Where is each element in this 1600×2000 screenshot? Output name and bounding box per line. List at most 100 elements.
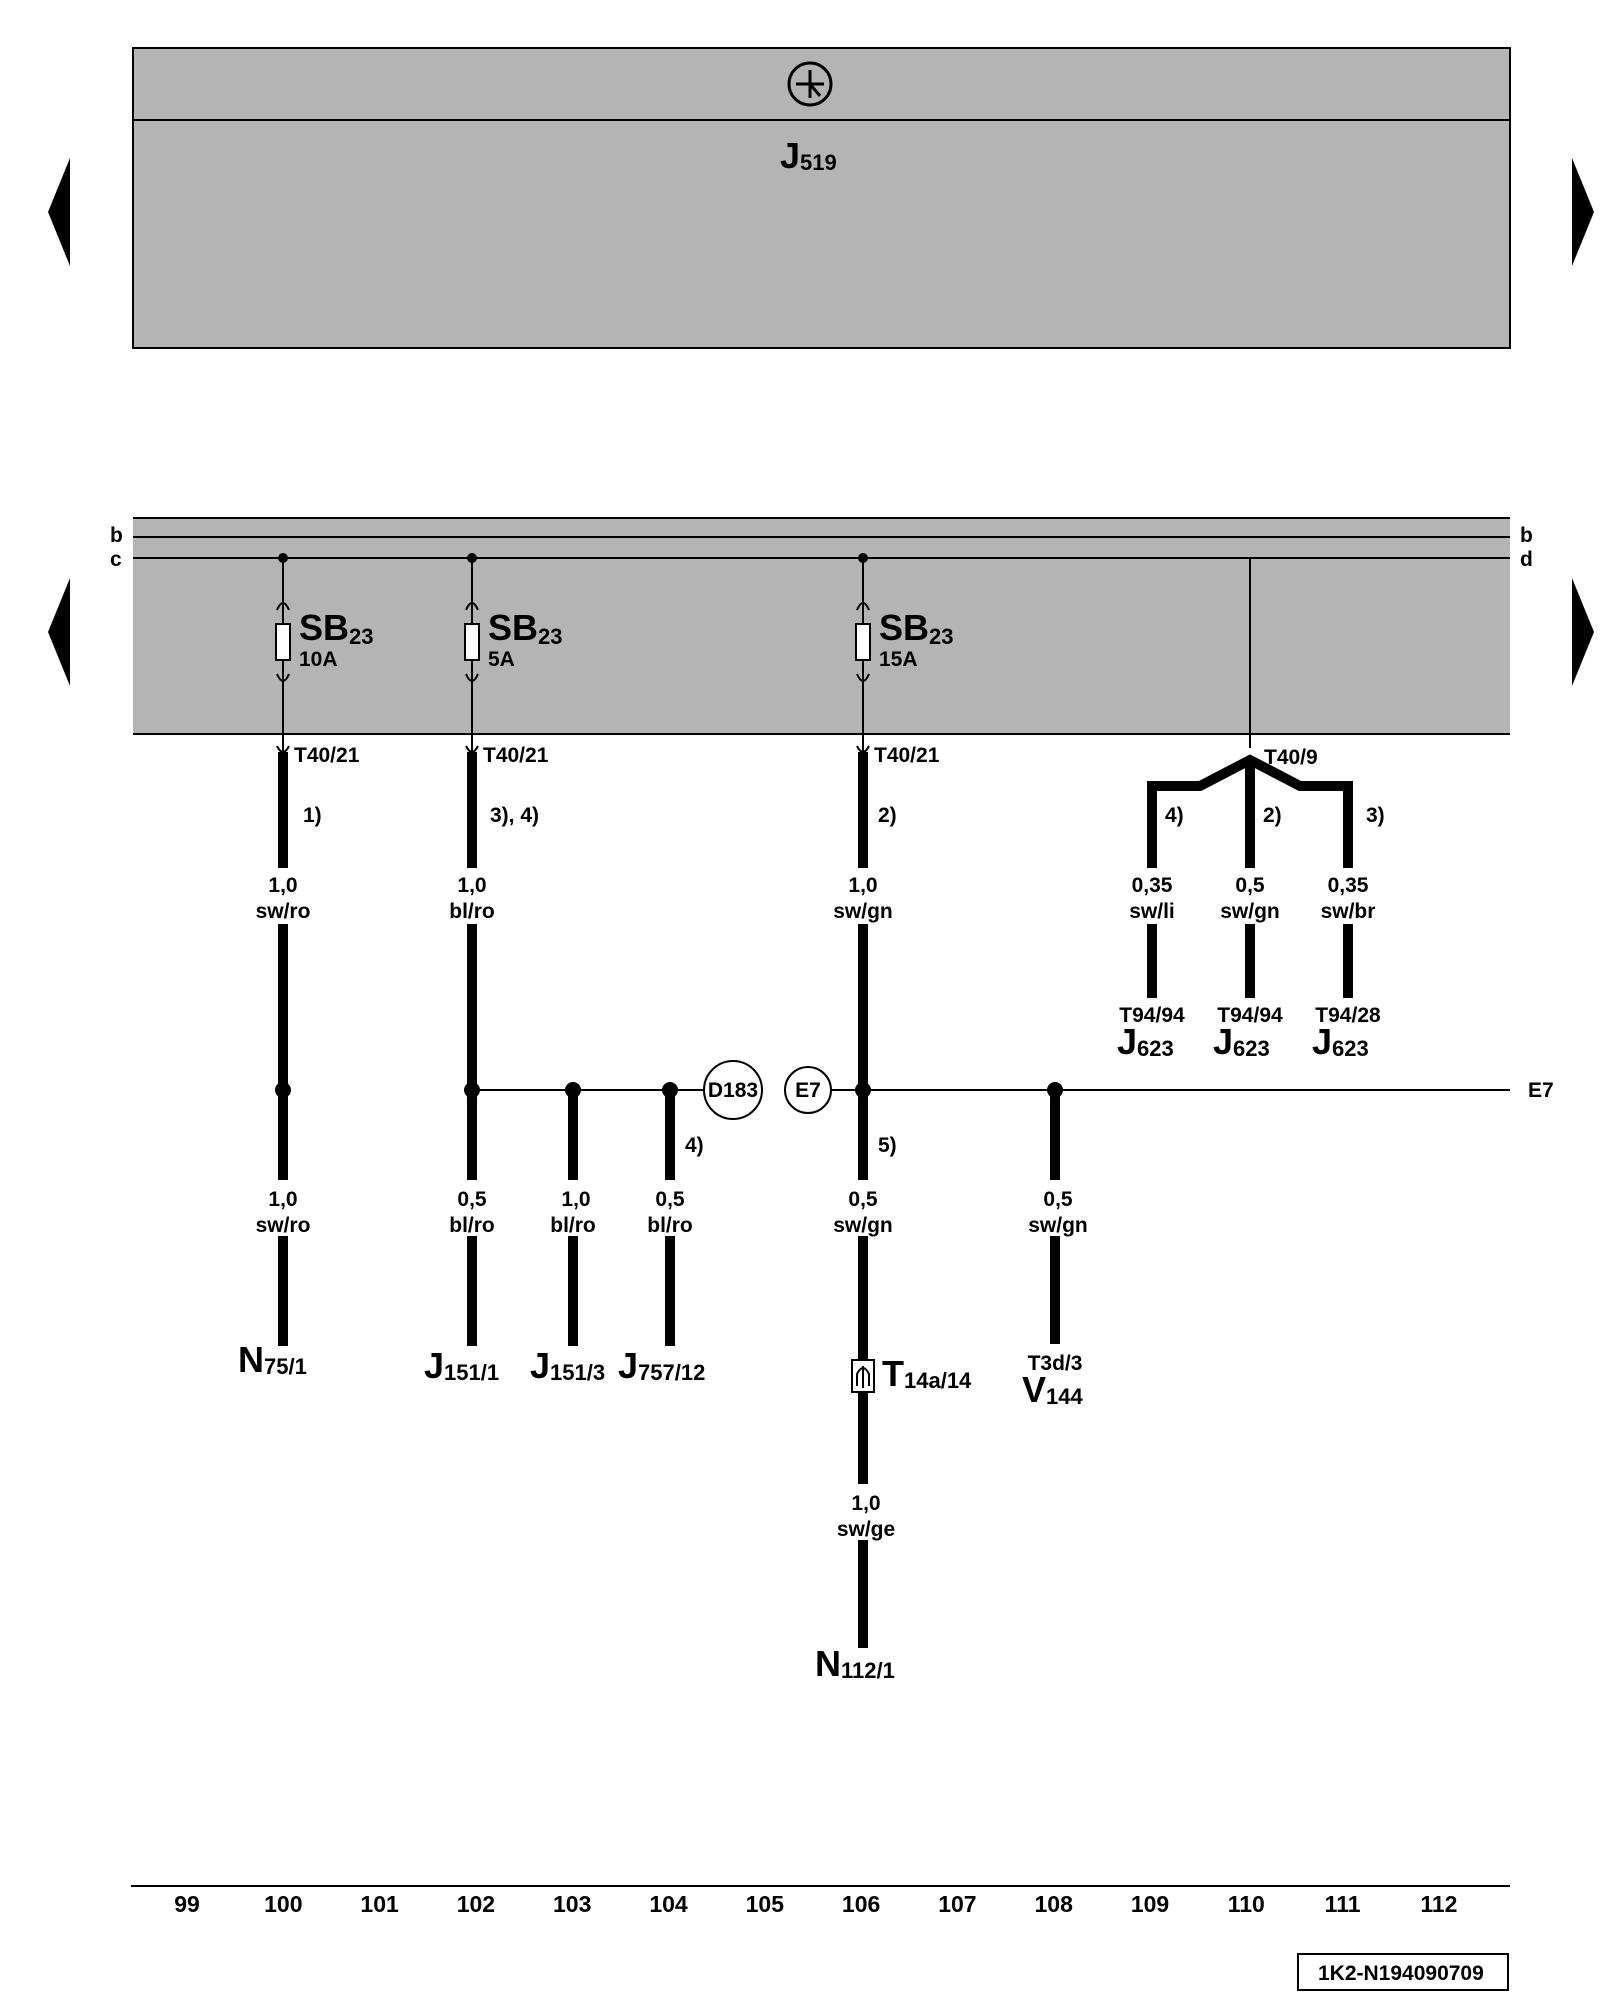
ruler-number: 102 [457,1891,495,1917]
next-page-arrow-icon[interactable] [1572,158,1594,266]
column-ruler: 99 100 101 102 103 104 105 106 107 108 109 110 111 11… [174,1891,1457,1917]
wire-color: bl/ro [647,1214,693,1237]
ruler-number: 101 [360,1891,399,1917]
connector-t14a-icon [851,1359,875,1393]
component-label: V144 [1022,1369,1083,1410]
wire-color: sw/li [1129,900,1175,923]
connector-pin: T40/21 [483,744,549,767]
rail-b-right-label: b [1520,524,1533,547]
wire-gauge: 0,35 [1132,874,1173,897]
wire-color: bl/ro [449,900,495,923]
wire-note: 2) [1263,804,1282,827]
fuse-panel: b c b d [110,517,1533,748]
wire-gauge: 0,35 [1328,874,1369,897]
wire-color: sw/ge [837,1518,895,1541]
wires [278,752,1353,1648]
ruler-number: 106 [842,1891,880,1917]
fuse-column-102: SB23 5A T40/21 [464,553,563,767]
wire-gauge: 1,0 [268,874,297,897]
rail-d-label: d [1520,548,1533,571]
connector-pin: T40/9 [1264,746,1318,769]
connector-pin: T40/21 [874,744,940,767]
ruler-number: 103 [553,1891,591,1917]
ruler-number: 112 [1420,1891,1457,1917]
wire-gauge: 0,5 [1043,1188,1073,1211]
fuse-icon [855,623,871,661]
wire-gauge: 0,5 [1235,874,1265,897]
ruler-number: 104 [649,1891,688,1917]
prev-page-arrow-icon[interactable] [48,158,70,266]
wire-note: 5) [878,1134,897,1157]
next-section-arrow-icon[interactable] [1572,578,1594,686]
fuse-rating: 10A [299,648,338,671]
ruler-number: 109 [1131,1891,1169,1917]
prev-section-arrow-icon[interactable] [48,578,70,686]
wire-note: 1) [303,804,322,827]
wire-note: 4) [685,1134,704,1157]
component-label: J151/1 [424,1345,499,1386]
ruler-number: 100 [264,1891,302,1917]
wire-color: sw/gn [1220,900,1280,923]
wire-gauge: 1,0 [848,874,877,897]
wire-color: sw/ro [256,1214,311,1237]
fuse-column-106: SB23 15A T40/21 [855,553,954,767]
svg-text:D183: D183 [708,1079,758,1102]
wire-note: 2) [878,804,897,827]
terminal-label: T94/94 [1119,1004,1185,1027]
document-id-box: 1K2-N194090709 [1297,1953,1509,1991]
fuse-rating: 15A [879,648,918,671]
fuse-label: SB23 [879,607,954,649]
wire-gauge: 0,5 [457,1188,487,1211]
component-label: N75/1 [238,1339,307,1380]
wire-gauge: 0,5 [848,1188,878,1211]
fuse-icon [275,623,291,661]
rail-c-label: c [110,548,122,571]
wire-color: sw/br [1321,900,1376,923]
ruler-number: 111 [1325,1891,1361,1917]
fuse-label: SB23 [299,607,374,649]
wire-gauge: 1,0 [851,1492,880,1515]
component-label: J757/12 [618,1345,705,1386]
wire-gauge: 0,5 [655,1188,685,1211]
component-label: J623 [1312,1021,1369,1062]
ruler-number: 108 [1035,1891,1074,1917]
terminal-label: T94/28 [1315,1004,1381,1027]
wire-gauge: 1,0 [561,1188,590,1211]
wire-note: 3), 4) [490,804,539,827]
wire-gauge: 1,0 [268,1188,297,1211]
component-label: J623 [1213,1021,1270,1062]
terminal-label: T3d/3 [1028,1352,1083,1375]
module-label: J519 [780,135,837,176]
wire-color: sw/gn [833,1214,893,1237]
ruler-number: 99 [174,1891,200,1917]
control-unit-icon [787,61,833,107]
wire-gauge: 1,0 [457,874,486,897]
wire-note: 4) [1165,804,1184,827]
fuse-icon [464,623,480,661]
wire-note: 3) [1366,804,1385,827]
component-label: J151/3 [530,1345,605,1386]
e7-continuation-label: E7 [1528,1079,1554,1102]
rail-b-left-label: b [110,524,123,547]
svg-text:E7: E7 [795,1079,821,1102]
wire-color: bl/ro [449,1214,495,1237]
node-e7: E7 [784,1066,832,1114]
wire-color: sw/gn [833,900,893,923]
ruler-number: 110 [1228,1891,1265,1917]
terminal-label: T94/94 [1217,1004,1283,1027]
component-label: N112/1 [815,1643,895,1684]
wire-color: sw/ro [256,900,311,923]
wire-color: sw/gn [1028,1214,1088,1237]
module-panel-upper: J519 [132,47,1511,349]
component-label: J623 [1117,1021,1174,1062]
fuse-label: SB23 [488,607,563,649]
fuse-rating: 5A [488,648,515,671]
node-d183: D183 [703,1060,763,1120]
ruler-number: 107 [938,1891,976,1917]
connector-label: T14a/14 [882,1353,972,1394]
document-id: 1K2-N194090709 [1318,1962,1484,1985]
connector-pin: T40/21 [294,744,360,767]
ruler-number: 105 [746,1891,785,1917]
fuse-column-100: SB23 10A T40/21 [275,553,374,767]
